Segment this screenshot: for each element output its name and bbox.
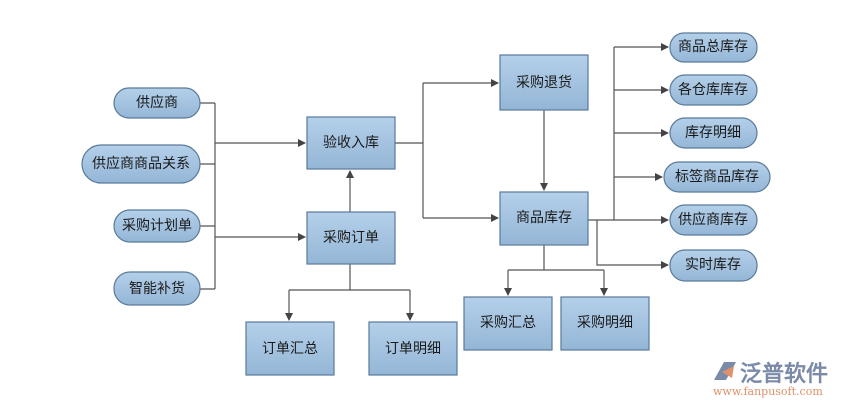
output-total-stock	[669, 32, 758, 63]
connectors	[200, 43, 669, 321]
label: 实时库存	[685, 257, 741, 273]
svg-text:www.fanpusoft.com: www.fanpusoft.com	[713, 385, 823, 398]
output-tag-product-stock	[663, 161, 771, 193]
label: 供应商	[136, 94, 178, 111]
label: 采购汇总	[480, 315, 536, 331]
input-smart-replenish	[113, 271, 201, 306]
output-stock-detail	[669, 117, 758, 149]
svg-text:泛普软件: 泛普软件	[740, 361, 828, 387]
label: 验收入库	[323, 135, 379, 151]
node-inventory	[499, 191, 589, 246]
label: 采购退货	[516, 74, 572, 91]
node-purchase-detail	[560, 296, 650, 351]
node-order-detail	[368, 321, 458, 376]
node-order-summary	[245, 321, 335, 376]
node-purchase-order	[306, 211, 396, 265]
label: 订单明细	[385, 341, 441, 357]
output-supplier-stock	[669, 204, 758, 236]
input-supplier-product-relation	[81, 144, 201, 184]
label: 采购明细	[577, 315, 633, 331]
label: 标签商品库存	[675, 168, 759, 185]
label: 各仓库库存	[678, 82, 748, 98]
node-receiving	[306, 116, 396, 170]
node-purchase-summary	[463, 296, 553, 351]
label: 订单汇总	[262, 341, 318, 357]
label: 商品总库存	[678, 39, 748, 55]
output-warehouse-stock	[669, 74, 758, 106]
label: 采购订单	[323, 230, 379, 246]
output-realtime-stock	[669, 249, 758, 282]
label: 库存明细	[685, 125, 741, 141]
node-purchase-return	[499, 54, 589, 111]
label: 采购计划单	[122, 218, 192, 234]
label: 供应商库存	[678, 211, 748, 228]
label: 供应商商品关系	[92, 155, 190, 172]
label: 智能补货	[129, 280, 185, 297]
input-supplier	[113, 87, 201, 119]
input-purchase-plan	[113, 209, 201, 243]
label: 商品库存	[516, 210, 572, 226]
brand-logo: 泛普软件 www.fanpusoft.com	[713, 361, 828, 398]
